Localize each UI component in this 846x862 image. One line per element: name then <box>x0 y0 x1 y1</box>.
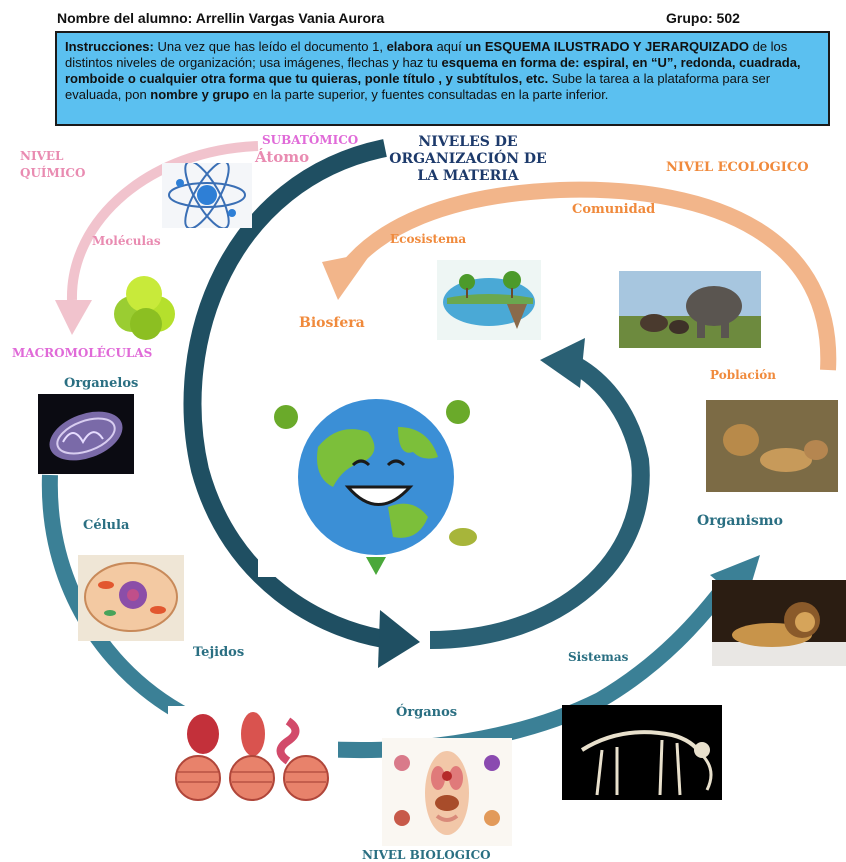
central-dark-arrow <box>183 139 392 649</box>
instructions-text-9: en la parte superior, y fuentes consulta… <box>249 87 609 102</box>
skeleton-image <box>562 705 722 800</box>
lion-image <box>712 580 846 666</box>
chemical-level-line-1: NIVEL <box>20 149 64 163</box>
instructions-text-6: esquema en forma de: espiral, en “U”, re… <box>65 55 801 86</box>
chemical-level-arrow <box>66 141 259 301</box>
chemical-arrowhead <box>55 300 92 335</box>
chemical-level-label: NIVEL QUÍMICO <box>20 148 85 182</box>
chemical-level-line-2: QUÍMICO <box>20 166 86 180</box>
ecological-level-arrow <box>343 181 837 371</box>
mitochondria-image <box>38 394 134 474</box>
ecological-arrowhead <box>322 252 372 300</box>
atom-image <box>162 163 252 228</box>
instructions-text-7: Sube la tarea a la plataforma para ser e… <box>65 71 771 102</box>
cell-label: Célula <box>83 518 130 533</box>
earth-image <box>258 377 494 577</box>
tissues-label: Tejidos <box>193 645 245 660</box>
diagram-title: NIVELES DE ORGANIZACIÓN DE LA MATERIA <box>368 134 568 185</box>
title-line-2: ORGANIZACIÓN DE <box>389 151 547 167</box>
ecosystem-label: Ecosistema <box>390 232 467 246</box>
organs-image <box>382 738 512 846</box>
instructions-heading: Instrucciones: <box>65 39 154 54</box>
instructions-text-1: Una vez que has leído el documento 1, <box>153 39 387 54</box>
ecosystem-image <box>437 260 541 340</box>
macromolecules-label: MACROMOLÉCULAS <box>12 346 153 360</box>
student-name: Nombre del alumno: Arrellin Vargas Vania… <box>57 10 385 26</box>
instructions-text-3: aquí <box>432 39 466 54</box>
subatomic-label: SUBATÓMICO <box>262 133 359 147</box>
instructions-text-8: nombre y grupo <box>150 87 250 102</box>
instructions-text-5: de los distintos niveles de organización… <box>65 39 788 70</box>
organelles-label: Organelos <box>64 376 139 391</box>
instructions-text-2: elabora <box>386 39 433 54</box>
biosphere-label: Biosfera <box>299 315 365 331</box>
cell-image <box>78 555 184 641</box>
instructions-text-4: un ESQUEMA ILUSTRADO Y JERARQUIZADO <box>465 39 749 54</box>
title-line-1: NIVELES DE <box>418 134 518 150</box>
population-label: Población <box>710 368 777 382</box>
community-label: Comunidad <box>572 202 656 217</box>
elephants-image <box>619 271 761 348</box>
molecules-label: Moléculas <box>92 234 161 248</box>
instructions-box: Instrucciones: Una vez que has leído el … <box>55 31 830 126</box>
molecule-image <box>102 272 192 342</box>
inner-return-arrowhead <box>540 338 585 388</box>
systems-label: Sistemas <box>568 650 629 664</box>
central-dark-arrowhead <box>378 610 420 668</box>
ecological-level-label: NIVEL ECOLOGICO <box>666 160 809 175</box>
tissues-image <box>168 706 338 806</box>
atom-label: Átomo <box>255 148 310 166</box>
title-line-3: LA MATERIA <box>417 168 519 184</box>
group-label: Grupo: 502 <box>666 10 740 26</box>
lion-pride-image <box>706 400 838 492</box>
organism-label: Organismo <box>697 513 783 529</box>
organs-label: Órganos <box>396 705 458 720</box>
biological-level-label: NIVEL BIOLOGICO <box>362 848 491 862</box>
inner-return-arrow <box>429 351 650 649</box>
